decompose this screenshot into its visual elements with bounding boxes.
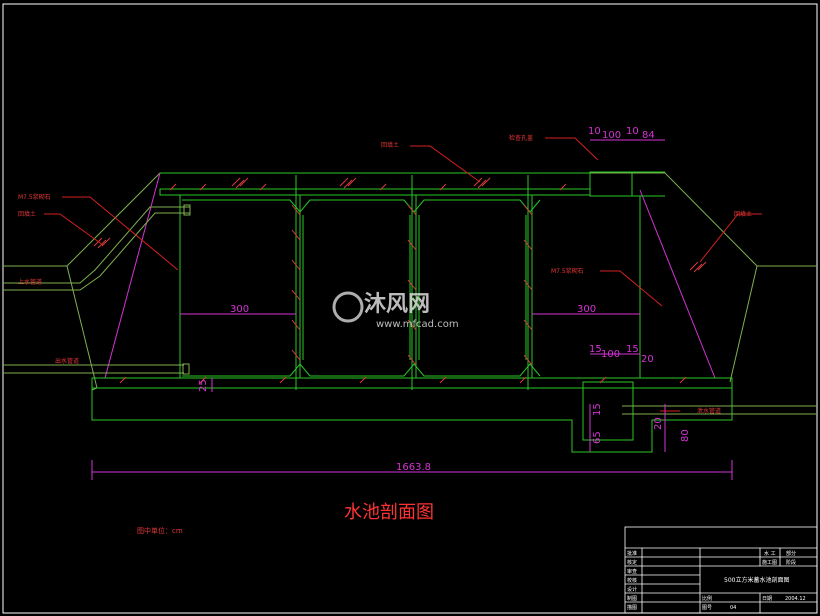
tb-role-3: 施工图 bbox=[762, 559, 777, 566]
inlet-pipe-cap bbox=[183, 204, 191, 216]
outlet-pipe bbox=[3, 364, 184, 374]
tb-role-2: 部分 bbox=[786, 550, 796, 557]
dim-top-2: 100 bbox=[602, 130, 621, 141]
excavation-left bbox=[104, 172, 161, 379]
dim-top-3: 10 bbox=[626, 126, 639, 137]
label-mortar-stone-left: M7.5浆砌石 bbox=[18, 193, 51, 201]
outlet-pipe-cap bbox=[182, 363, 190, 375]
roof-slab bbox=[159, 188, 591, 196]
tb-sheet-label: 图号 bbox=[702, 605, 712, 611]
tb-row-5: 设计 bbox=[627, 586, 637, 593]
label-backfill-right: 回填土 bbox=[734, 210, 752, 218]
dimension-lines bbox=[91, 139, 733, 480]
dim-floor: 25 bbox=[198, 379, 209, 392]
label-mortar-stone-right: M7.5浆砌石 bbox=[551, 267, 584, 275]
tb-row-1: 批准 bbox=[627, 550, 637, 557]
drawing-title: 水池剖面图 bbox=[344, 502, 434, 523]
tb-date-value: 2004.12 bbox=[785, 596, 806, 602]
dim-sump-a: 15 bbox=[592, 403, 603, 416]
dim-pipe-b: 80 bbox=[680, 429, 691, 442]
vault-arches bbox=[182, 199, 541, 377]
excavation-right bbox=[639, 189, 716, 379]
label-inspection-hole: 检查孔盖 bbox=[509, 134, 533, 142]
drain-pipe bbox=[622, 405, 817, 415]
dim-opening-2: 100 bbox=[601, 349, 620, 360]
label-outlet-pipe: 出水管道 bbox=[55, 357, 79, 365]
dim-opening-3: 15 bbox=[626, 344, 639, 355]
floor-slab bbox=[91, 377, 733, 389]
label-inlet-pipe: 上水管道 bbox=[18, 278, 42, 286]
watermark-url: www.mfcad.com bbox=[376, 319, 459, 330]
ground-base-line-right bbox=[729, 265, 758, 383]
dim-sump-b: 65 bbox=[592, 431, 603, 444]
dim-top-4: 84 bbox=[642, 130, 655, 141]
sump-pit bbox=[582, 381, 634, 441]
label-backfill-top: 回填土 bbox=[381, 141, 399, 149]
watermark-brand: 沐风网 bbox=[364, 292, 430, 317]
tb-date-label: 日期 bbox=[762, 596, 772, 602]
watermark-logo-icon bbox=[332, 291, 364, 323]
dim-total-length: 1663.8 bbox=[396, 462, 431, 473]
tb-drawing-name: 500立方米蓄水池剖面图 bbox=[724, 576, 789, 584]
dimension-texts: 10 100 10 84 300 300 15 100 15 20 25 15 … bbox=[198, 126, 691, 473]
tb-row-3: 审查 bbox=[627, 568, 637, 575]
watermark: 沐风网 www.mfcad.com bbox=[332, 291, 459, 330]
tb-row-7: 描图 bbox=[627, 604, 637, 611]
tb-role-1: 水 工 bbox=[764, 550, 776, 557]
inspection-chimney bbox=[589, 171, 633, 197]
tb-scale-label: 比例 bbox=[702, 595, 712, 602]
foundation bbox=[91, 388, 733, 453]
tb-role-4: 阶段 bbox=[786, 559, 796, 566]
title-block bbox=[624, 526, 818, 614]
tb-sheet-value: 04 bbox=[730, 605, 736, 611]
dim-pipe-a: 20 bbox=[653, 417, 664, 430]
tb-row-6: 制图 bbox=[627, 595, 637, 602]
drawing-frame bbox=[2, 3, 818, 614]
leader-lines bbox=[44, 137, 762, 412]
dim-span-right: 300 bbox=[577, 304, 596, 315]
dim-opening-1: 15 bbox=[589, 344, 602, 355]
title-block-text: 批准 核定 审查 校核 设计 制图 描图 水 工 部分 施工图 阶段 500立方… bbox=[627, 550, 806, 611]
dim-opening-4: 20 bbox=[641, 354, 654, 365]
ground-base-line bbox=[66, 265, 98, 391]
dim-top-1: 10 bbox=[588, 126, 601, 137]
dim-span-left: 300 bbox=[230, 304, 249, 315]
tb-row-2: 核定 bbox=[627, 559, 637, 566]
label-drain-pipe: 泄水管道 bbox=[697, 407, 721, 415]
inlet-pipe bbox=[3, 206, 190, 291]
unit-note: 图中单位：cm bbox=[137, 526, 183, 535]
label-backfill-left: 回填土 bbox=[18, 210, 36, 218]
tb-row-4: 校核 bbox=[627, 577, 637, 584]
